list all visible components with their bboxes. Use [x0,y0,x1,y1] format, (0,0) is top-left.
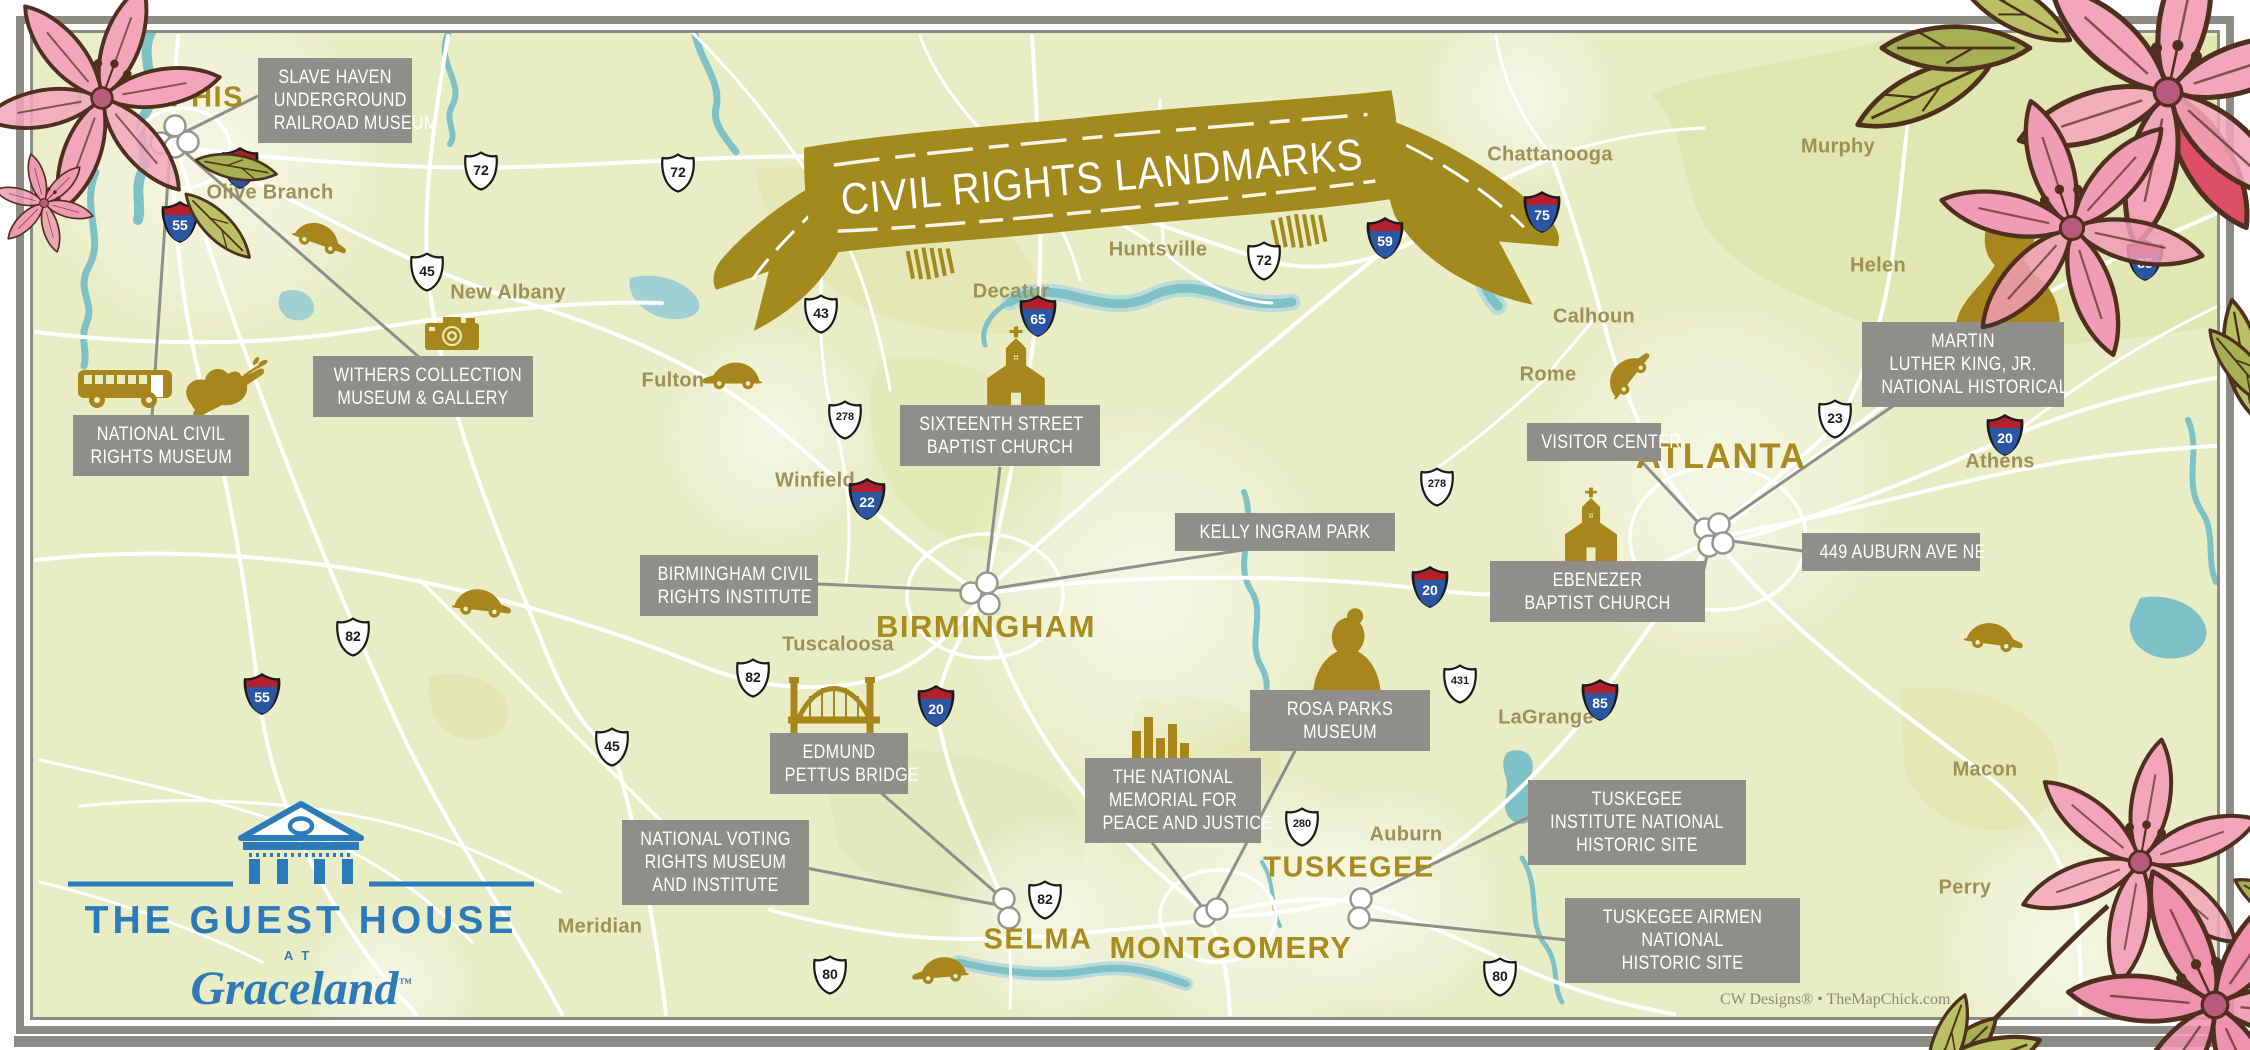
dove-icon [186,357,268,418]
frame-bottom-band [14,1036,2236,1047]
car-icon [1962,619,2026,655]
connector-line [1640,460,1708,533]
map-marker [992,887,1016,911]
rosa-parks-silhouette-icon [1313,608,1381,692]
bus-icon [78,370,172,408]
connector-line [1145,835,1208,913]
connector-line [1717,397,1904,529]
map-marker [1707,512,1731,536]
map-marker [977,592,1001,616]
map-marker [1347,906,1371,930]
map-artwork: CIVIL RIGHTS LANDMARKS [34,33,2217,1017]
connector-line [817,582,974,593]
banner-ribbon-tail-right [1381,117,1560,305]
map-marker [1711,531,1735,555]
map-marker [176,130,200,154]
connector-line [1362,815,1530,900]
map-marker [997,906,1021,930]
connector-line [1363,917,1568,942]
camera-icon [425,317,479,350]
connector-line [1724,538,1804,553]
connector-line [984,466,1002,586]
memorial-pillars-icon [1132,717,1189,758]
map-marker [975,571,999,595]
map-area: CIVIL RIGHTS LANDMARKS [33,33,2217,1017]
map-marker [1349,887,1373,911]
banner-ribbon [804,90,1399,256]
banner-hatch-left [905,247,955,280]
connector-line [989,548,1244,591]
connector-line [879,790,1003,900]
sixteenth-street-church-icon [987,326,1045,410]
banner-hatch-right [1270,213,1328,249]
map-marker [1205,897,1229,921]
connector-line [805,866,1004,908]
edmund-pettus-bridge-icon [788,677,880,734]
